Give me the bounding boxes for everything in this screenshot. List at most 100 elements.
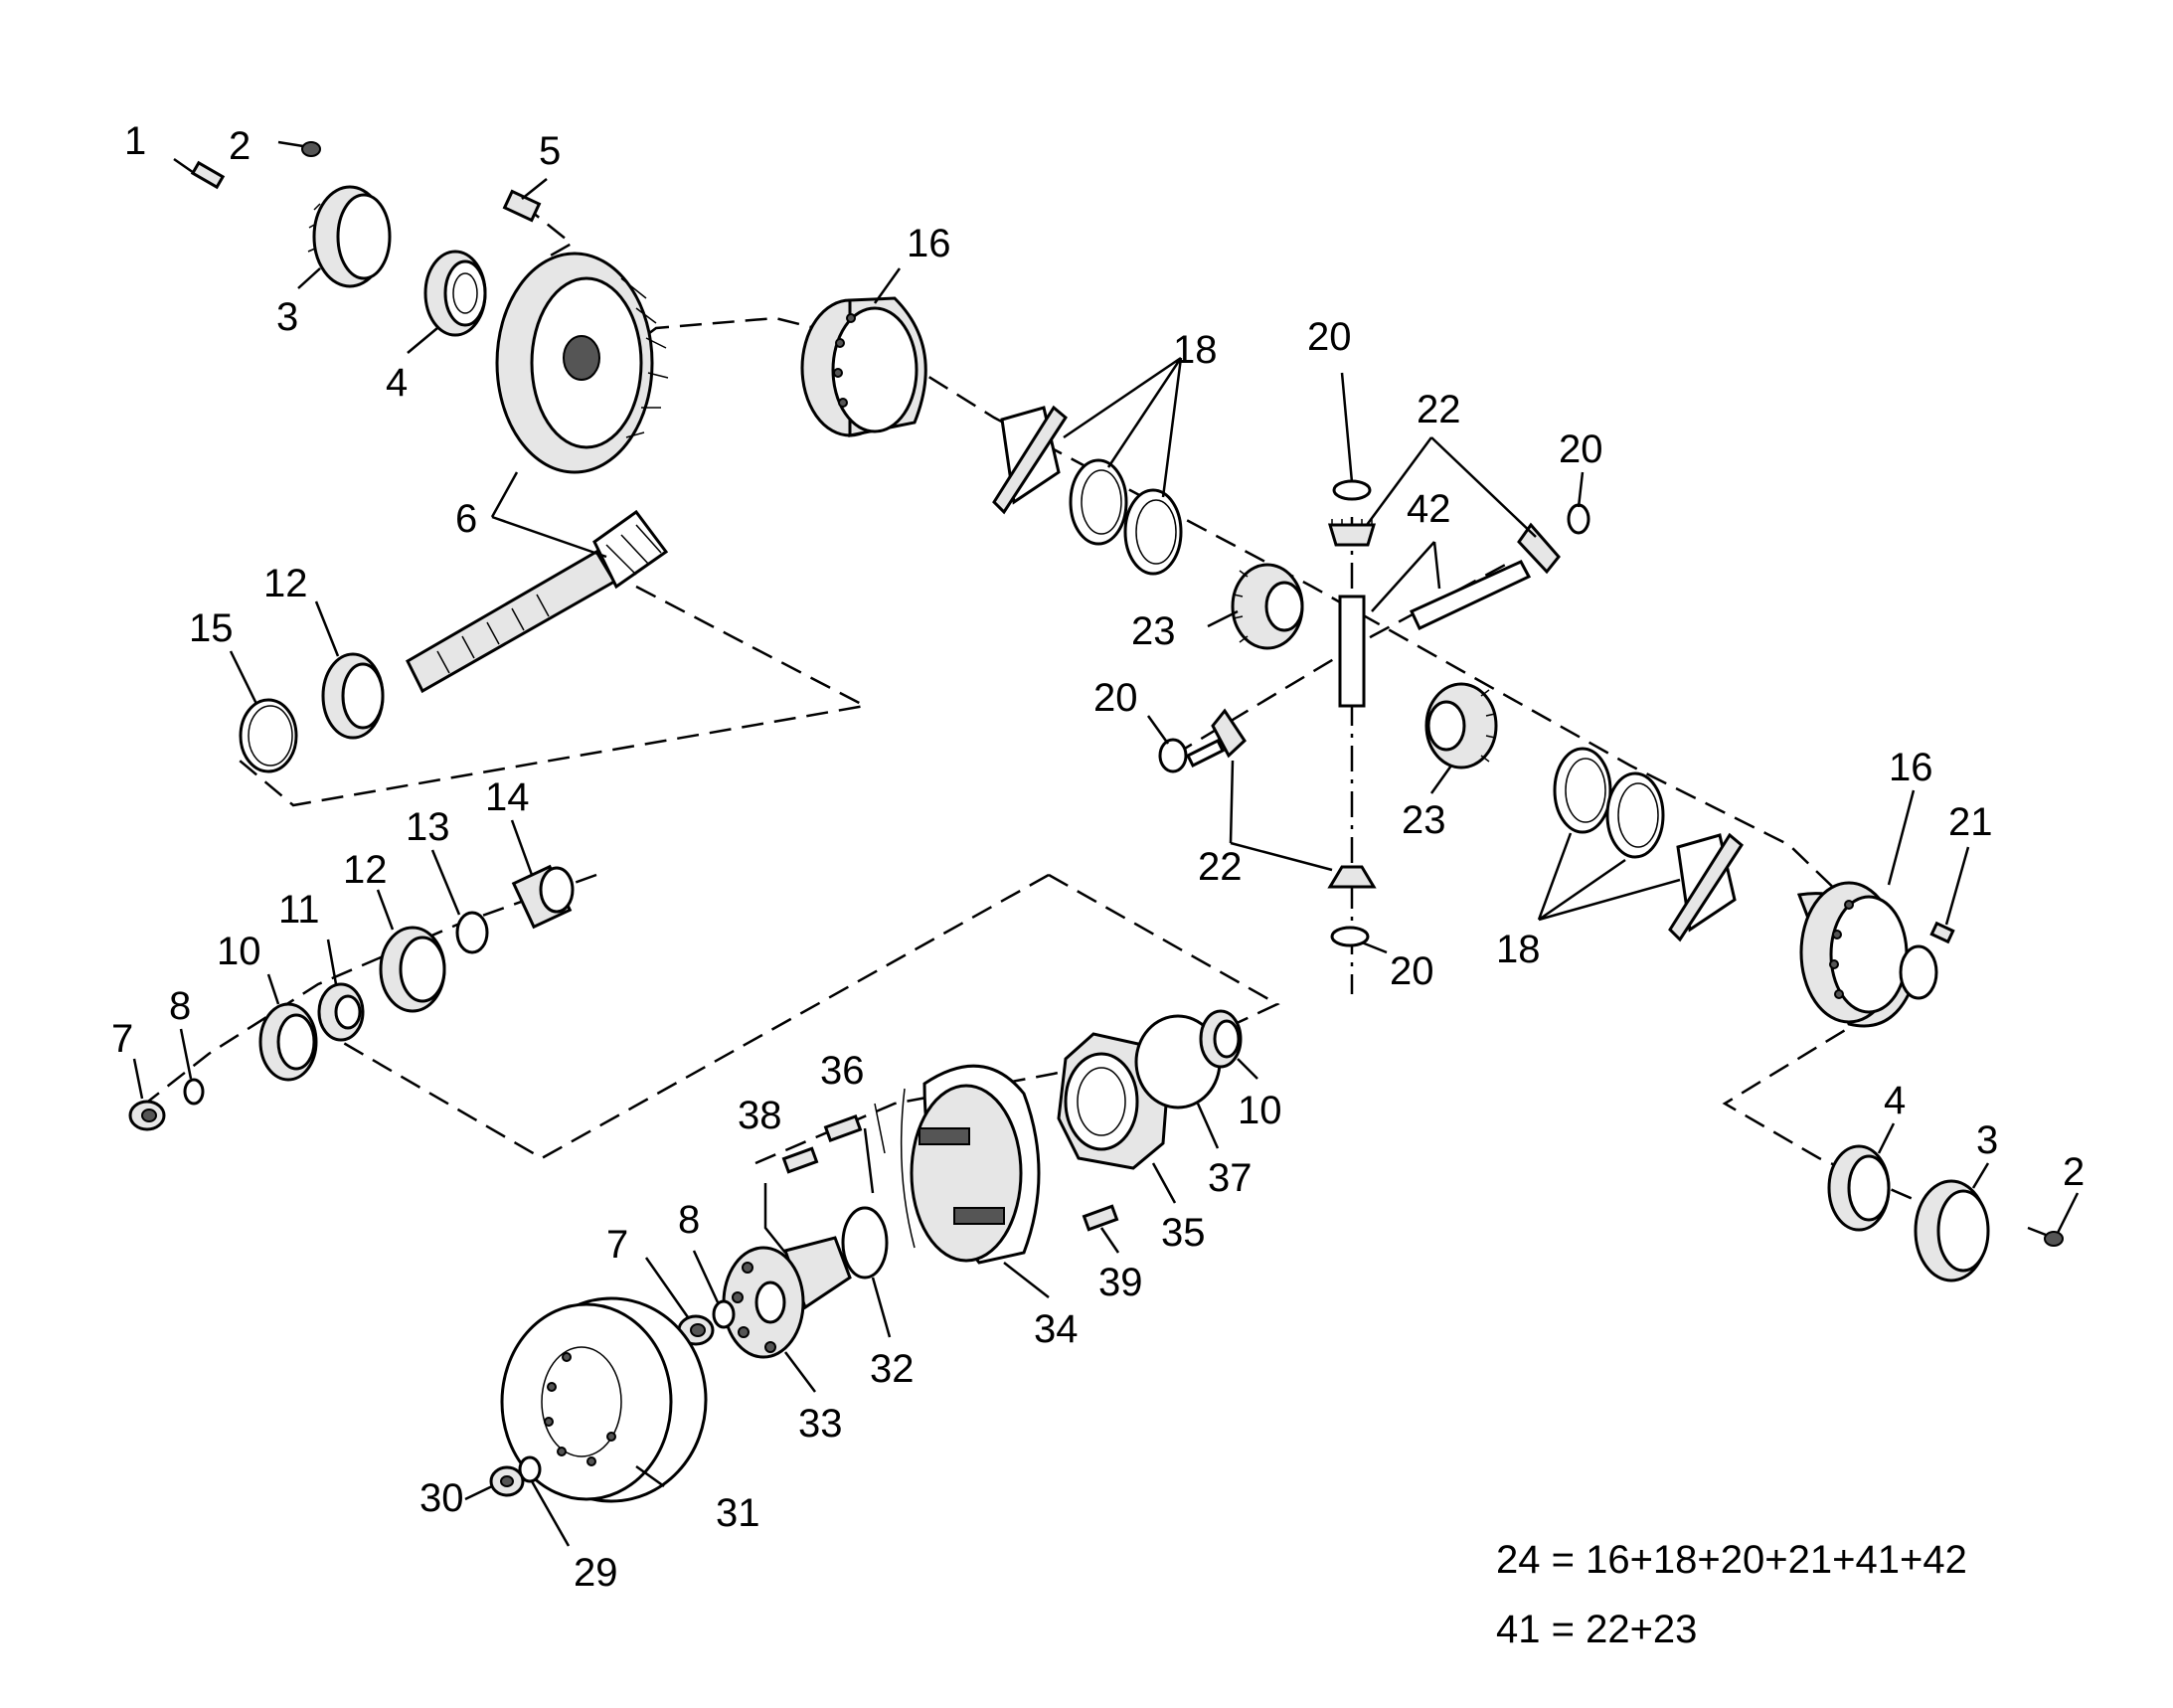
diff-case-16-top — [800, 296, 927, 437]
nut-11 — [317, 982, 365, 1042]
callout-3-bottom: 3 — [1976, 1118, 1998, 1162]
thrust-washer-20-left — [1158, 738, 1188, 773]
bolt-36 — [823, 1114, 863, 1142]
bolt-21 — [1929, 921, 1955, 944]
callout-21: 21 — [1948, 800, 1993, 844]
callout-3-top: 3 — [276, 295, 298, 339]
nut-7-left — [128, 1100, 166, 1131]
adjusting-nut-3-bottom — [1914, 1179, 1990, 1282]
callout-22-top: 22 — [1417, 388, 1461, 431]
bolt-1 — [173, 157, 226, 190]
bearing-12-upper — [321, 652, 385, 740]
thrust-washer-20-bottom — [1330, 926, 1370, 947]
callout-4-top: 4 — [386, 361, 408, 405]
callout-20-bottom: 20 — [1390, 949, 1434, 993]
callout-37: 37 — [1208, 1156, 1253, 1200]
leader-lines — [132, 178, 2080, 1547]
callout-20-right: 20 — [1559, 427, 1603, 471]
formula-24: 24 = 16+18+20+21+41+42 — [1496, 1538, 1967, 1582]
callout-10-left: 10 — [217, 930, 261, 973]
shim-13 — [455, 911, 489, 954]
pinion-gear-22-top — [1327, 519, 1377, 547]
callout-23-bottom: 23 — [1402, 798, 1446, 842]
snap-ring-15 — [239, 698, 298, 773]
screw-2-bottom — [2027, 1226, 2064, 1247]
callout-29: 29 — [574, 1551, 618, 1595]
bearing-4-top — [423, 250, 487, 337]
callout-2-top: 2 — [229, 124, 251, 168]
bolt-5 — [502, 189, 542, 223]
seal-10-left — [258, 1002, 318, 1082]
screw-2-top — [277, 140, 321, 157]
thrust-washer-20-top — [1332, 479, 1372, 501]
callout-38: 38 — [738, 1094, 782, 1137]
assembly-lines — [138, 203, 1934, 1210]
callout-5: 5 — [539, 129, 561, 173]
parts — [128, 140, 2064, 1503]
side-gear-23-bottom — [1424, 682, 1498, 769]
callout-7-lower: 7 — [606, 1223, 628, 1267]
ring-gear-6 — [495, 252, 669, 474]
callout-8-left: 8 — [169, 984, 191, 1028]
callout-30: 30 — [419, 1476, 464, 1520]
seal-10-right — [1199, 1009, 1243, 1069]
formula-41: 41 = 22+23 — [1496, 1608, 1697, 1651]
brake-assembly-34 — [874, 1064, 1041, 1265]
callout-6: 6 — [455, 497, 477, 541]
callout-20-top: 20 — [1307, 315, 1352, 359]
side-gear-23-top — [1231, 563, 1304, 650]
callout-8-lower: 8 — [678, 1198, 700, 1242]
callout-31: 31 — [716, 1491, 760, 1535]
pinion-gear-22-right — [1517, 522, 1561, 575]
callout-1: 1 — [124, 119, 146, 163]
callout-4-bottom: 4 — [1884, 1079, 1906, 1122]
bearing-4-bottom — [1827, 1144, 1891, 1232]
callout-42: 42 — [1407, 487, 1451, 531]
callout-20-left: 20 — [1093, 676, 1138, 720]
callout-15: 15 — [189, 606, 234, 650]
callout-10-right: 10 — [1238, 1089, 1282, 1132]
callout-7-left: 7 — [111, 1017, 133, 1061]
snap-ring-32 — [841, 1206, 889, 1280]
assembly-formulas: 24 = 16+18+20+21+41+42 41 = 22+23 — [1496, 1538, 1967, 1651]
washer-8-lower — [712, 1299, 736, 1329]
clutch-discs-18-bottom — [1553, 747, 1744, 942]
callout-12-upper: 12 — [263, 562, 308, 605]
cross-shaft — [1185, 560, 1532, 769]
callout-16-bottom: 16 — [1889, 746, 1933, 789]
bolt-38 — [781, 1146, 819, 1174]
flange-33 — [722, 1236, 852, 1359]
callout-33: 33 — [798, 1402, 843, 1446]
spacer-14 — [511, 864, 575, 930]
callout-23-top: 23 — [1131, 609, 1176, 653]
callout-32: 32 — [870, 1347, 915, 1391]
bolt-39 — [1082, 1204, 1119, 1232]
clutch-discs-18-top — [992, 405, 1183, 576]
adjusting-nut-3-top — [307, 185, 392, 288]
callout-2-bottom: 2 — [2063, 1150, 2085, 1194]
callout-22-bottom: 22 — [1198, 845, 1243, 889]
washer-8-left — [183, 1078, 205, 1106]
callout-14: 14 — [485, 775, 530, 819]
bearing-12-lower — [379, 926, 446, 1013]
callout-13: 13 — [406, 805, 450, 849]
callout-16-top: 16 — [907, 222, 951, 265]
nut-30 — [489, 1465, 525, 1497]
callout-35: 35 — [1161, 1211, 1206, 1255]
callout-39: 39 — [1098, 1261, 1143, 1304]
brake-drum-31 — [500, 1296, 708, 1503]
callout-36: 36 — [820, 1049, 865, 1093]
pinion-shaft — [406, 509, 669, 694]
callout-12-lower: 12 — [343, 848, 388, 892]
thrust-washer-20-right — [1567, 503, 1590, 535]
callout-11: 11 — [278, 888, 320, 932]
callout-18-bottom: 18 — [1496, 928, 1541, 971]
callout-labels: 1 2 5 3 4 16 18 20 22 20 42 6 12 15 23 2… — [111, 119, 2085, 1595]
callout-34: 34 — [1034, 1307, 1079, 1351]
diff-case-16-bottom — [1796, 881, 1938, 1028]
washer-29 — [518, 1455, 542, 1483]
pinion-gear-22-left — [1211, 708, 1247, 759]
pinion-gear-22-bottom — [1327, 865, 1377, 889]
